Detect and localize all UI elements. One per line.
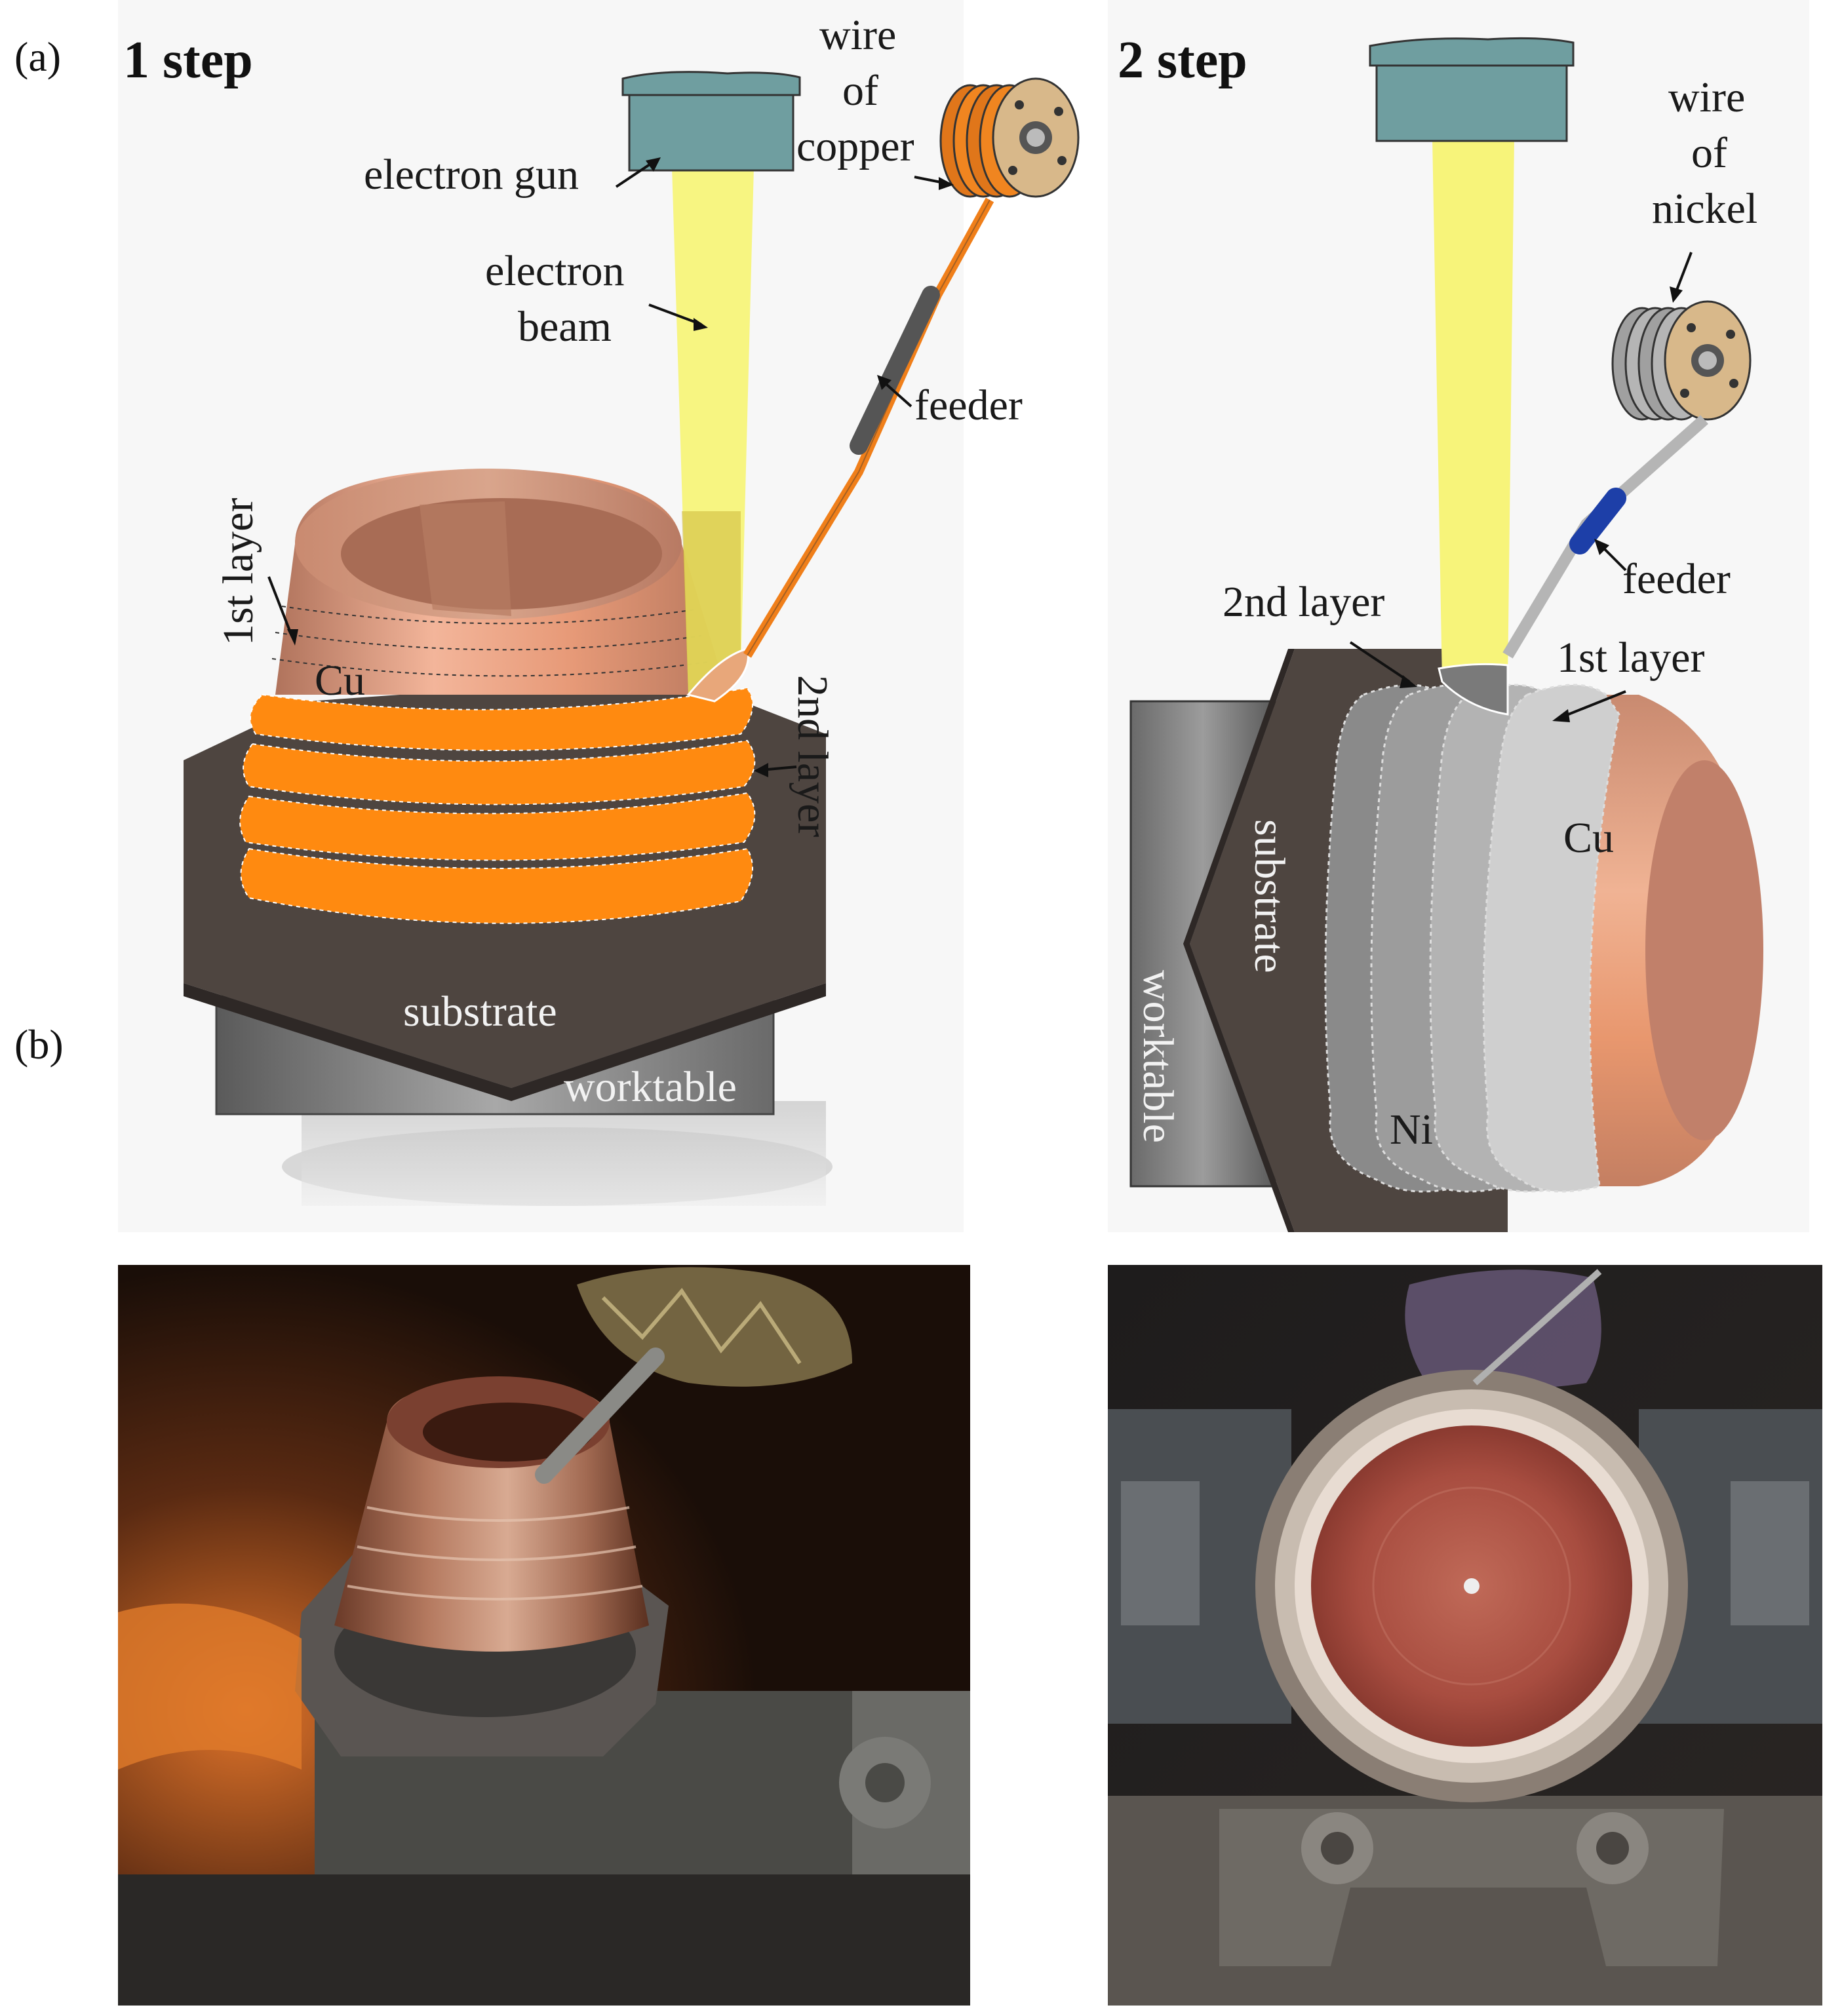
step2-feeder <box>1569 488 1626 554</box>
step1-label-worktable: worktable <box>564 1063 737 1111</box>
step2-label-wire-2: of <box>1691 129 1727 177</box>
step2-nickel-spool <box>1611 300 1752 421</box>
step2-electron-beam <box>1432 138 1514 682</box>
step1-deposit-layer-4 <box>240 847 753 924</box>
step2-label-cu: Cu <box>1563 814 1614 862</box>
step2-label-wire-3: nickel <box>1652 185 1757 233</box>
step2-label-feeder: feeder <box>1622 555 1731 603</box>
step1-label-wire-1: wire <box>819 11 896 59</box>
step1-deposit-layer-2 <box>243 739 756 805</box>
step2-ni-layer-4 <box>1482 684 1620 1193</box>
step1-title: 1 step <box>123 31 253 89</box>
step1-label-first-layer: 1st layer <box>214 498 262 646</box>
step2-copper-inner <box>1645 760 1763 1140</box>
step2-label-ni: Ni <box>1390 1106 1433 1153</box>
step1-label-substrate: substrate <box>403 988 557 1036</box>
step1-deposit-layer-1 <box>250 687 753 751</box>
step1-label-electron-beam-1: electron <box>485 247 625 295</box>
step1-label-feeder: feeder <box>914 381 1023 429</box>
panel-label-a: (a) <box>14 33 61 80</box>
step1-copper-spool <box>939 77 1080 198</box>
step1-diagram: 1 step <box>123 11 1080 1206</box>
step1-feeder <box>850 286 940 455</box>
step2-label-worktable: worktable <box>1134 970 1182 1143</box>
photo-step1 <box>118 1265 970 2006</box>
photo-step2 <box>1108 1265 1822 2006</box>
step1-label-wire-3: copper <box>796 123 914 170</box>
step2-label-first-layer: 1st layer <box>1557 634 1704 682</box>
step1-label-electron-gun: electron gun <box>364 151 579 199</box>
step2-label-second-layer: 2nd layer <box>1223 578 1384 626</box>
step1-label-wire-2: of <box>842 67 878 115</box>
step1-electron-gun <box>628 94 794 172</box>
step1-deposit-layer-3 <box>239 792 756 861</box>
step2-diagram: 2 step <box>1118 31 1763 1232</box>
step1-label-second-layer: 2nd layer <box>789 675 836 837</box>
step2-label-wire-1: wire <box>1668 73 1745 121</box>
panel-label-b: (b) <box>14 1021 64 1068</box>
step2-label-substrate: substrate <box>1245 819 1293 973</box>
step2-title: 2 step <box>1118 31 1247 89</box>
step1-label-cu: Cu <box>315 657 365 705</box>
step1-label-electron-beam-2: beam <box>518 303 612 351</box>
step2-electron-gun <box>1375 64 1568 142</box>
